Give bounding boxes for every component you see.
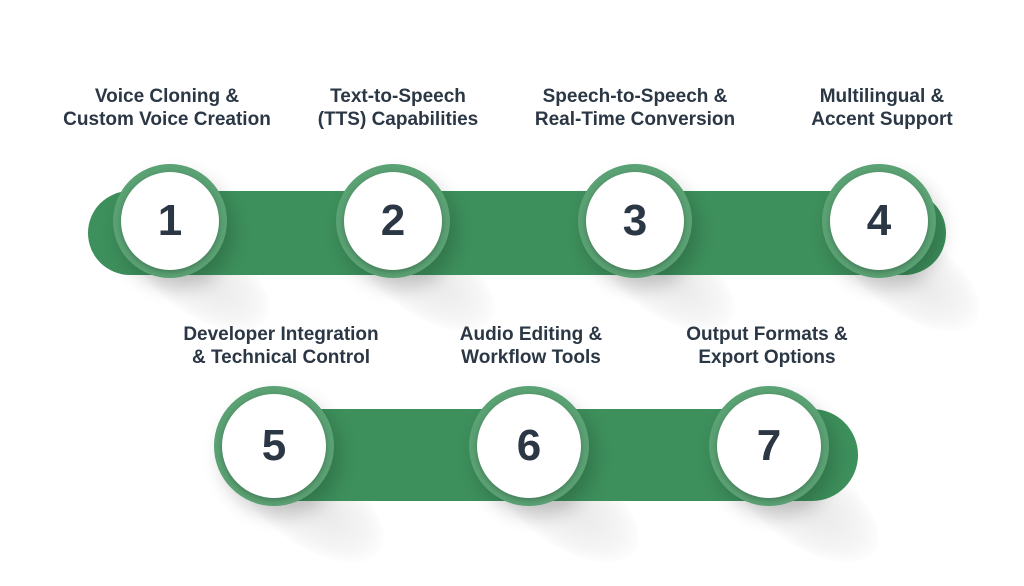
step-5-node: 5 [214,386,334,506]
step-5-label-line2: & Technical Control [191,347,371,368]
step-6-node: 6 [469,386,589,506]
step-7-number: 7 [756,421,782,470]
step-4-label-line1: Multilingual & [819,86,945,107]
step-5-label: Developer Integration & Technical Contro… [151,323,411,369]
step-3-number: 3 [622,196,648,245]
step-1-node: 1 [113,164,227,278]
step-5-label-line1: Developer Integration [183,324,379,345]
step-7-label: Output Formats & Export Options [637,323,897,369]
step-2-number: 2 [380,196,406,245]
step-7-circle: 7 [717,394,821,498]
step-3-label-line1: Speech-to-Speech & [542,86,728,107]
connector-bar-top [88,191,946,275]
step-2-node: 2 [336,164,450,278]
step-1-number: 1 [157,196,183,245]
step-2-label-line1: Text-to-Speech [330,86,466,107]
step-5-circle: 5 [222,394,326,498]
step-3-circle: 3 [586,172,684,270]
step-3-label-line2: Real-Time Conversion [534,109,736,130]
step-2-circle: 2 [344,172,442,270]
step-3-label: Speech-to-Speech & Real-Time Conversion [505,85,765,131]
step-6-label-line2: Workflow Tools [461,347,601,368]
step-1-label-line2: Custom Voice Creation [63,109,271,130]
step-4-circle: 4 [830,172,928,270]
step-2-label-line2: (TTS) Capabilities [317,109,479,130]
step-6-label: Audio Editing & Workflow Tools [401,323,661,369]
step-4-label: Multilingual & Accent Support [752,85,1012,131]
step-6-number: 6 [516,421,542,470]
step-1-label-line1: Voice Cloning & [94,86,240,107]
step-7-node: 7 [709,386,829,506]
step-7-label-line2: Export Options [698,347,836,368]
step-4-label-line2: Accent Support [811,109,953,130]
step-7-label-line1: Output Formats & [686,324,848,345]
step-6-circle: 6 [477,394,581,498]
step-5-number: 5 [261,421,287,470]
step-2-label: Text-to-Speech (TTS) Capabilities [268,85,528,131]
step-3-node: 3 [578,164,692,278]
step-4-node: 4 [822,164,936,278]
step-1-circle: 1 [121,172,219,270]
step-6-label-line1: Audio Editing & [459,324,603,345]
step-1-label: Voice Cloning & Custom Voice Creation [37,85,297,131]
step-4-number: 4 [866,196,892,245]
